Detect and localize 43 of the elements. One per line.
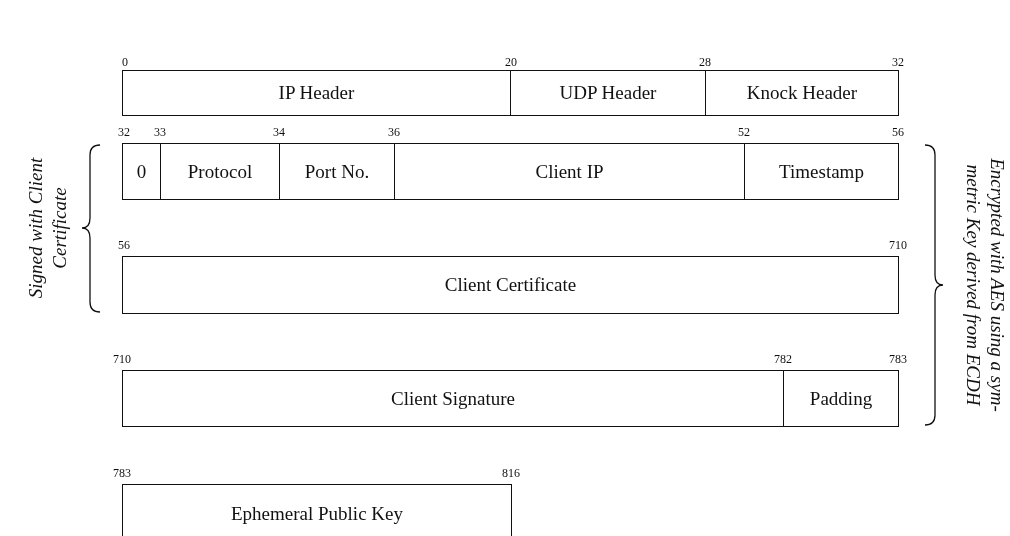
field-label: IP Header [278, 82, 355, 104]
bit-offset: 34 [273, 125, 285, 139]
field-label: Padding [809, 387, 873, 410]
annotation-text: Encrypted with AES using a sym- metric Key derived from ECDH [962, 157, 1009, 414]
packet-field [122, 370, 784, 427]
field-label: Client IP [535, 160, 604, 183]
bit-offset: 782 [774, 352, 792, 366]
packet-field [394, 143, 745, 200]
packet-field [122, 484, 512, 536]
bit-offset: 783 [113, 466, 131, 480]
bit-offset: 20 [505, 55, 517, 69]
bit-offset: 32 [118, 125, 130, 139]
bit-offset: 32 [892, 55, 904, 69]
field-label: Client Signature [391, 387, 515, 410]
bit-offset: 33 [154, 125, 166, 139]
packet-field [122, 143, 161, 200]
bit-offset: 783 [889, 352, 907, 366]
bit-offset: 0 [122, 55, 128, 69]
bit-offset: 710 [113, 352, 131, 366]
bit-offset: 56 [892, 125, 904, 139]
packet-field [279, 143, 395, 200]
bit-offset: 56 [118, 238, 130, 252]
bit-offset: 36 [388, 125, 400, 139]
bit-offset: 816 [502, 466, 520, 480]
bit-offset: 710 [889, 238, 907, 252]
field-label: Port No. [304, 160, 370, 183]
field-label: UDP Header [559, 82, 657, 104]
field-label: Timestamp [779, 160, 864, 183]
bit-offset: 28 [699, 55, 711, 69]
packet-field [510, 70, 706, 116]
field-label: Knock Header [746, 82, 858, 104]
packet-field [705, 70, 899, 116]
packet-field [160, 143, 280, 200]
packet-field [783, 370, 899, 427]
packet-field [122, 256, 899, 314]
packet-field [122, 70, 511, 116]
annotation-text: Signed with Client Certificate [24, 156, 71, 301]
field-label: Client Certificate [444, 274, 577, 296]
bit-offset: 52 [738, 125, 750, 139]
packet-field [744, 143, 899, 200]
field-label: Protocol [187, 160, 253, 183]
field-label: 0 [136, 160, 147, 183]
field-label: Ephemeral Public Key [231, 503, 403, 525]
